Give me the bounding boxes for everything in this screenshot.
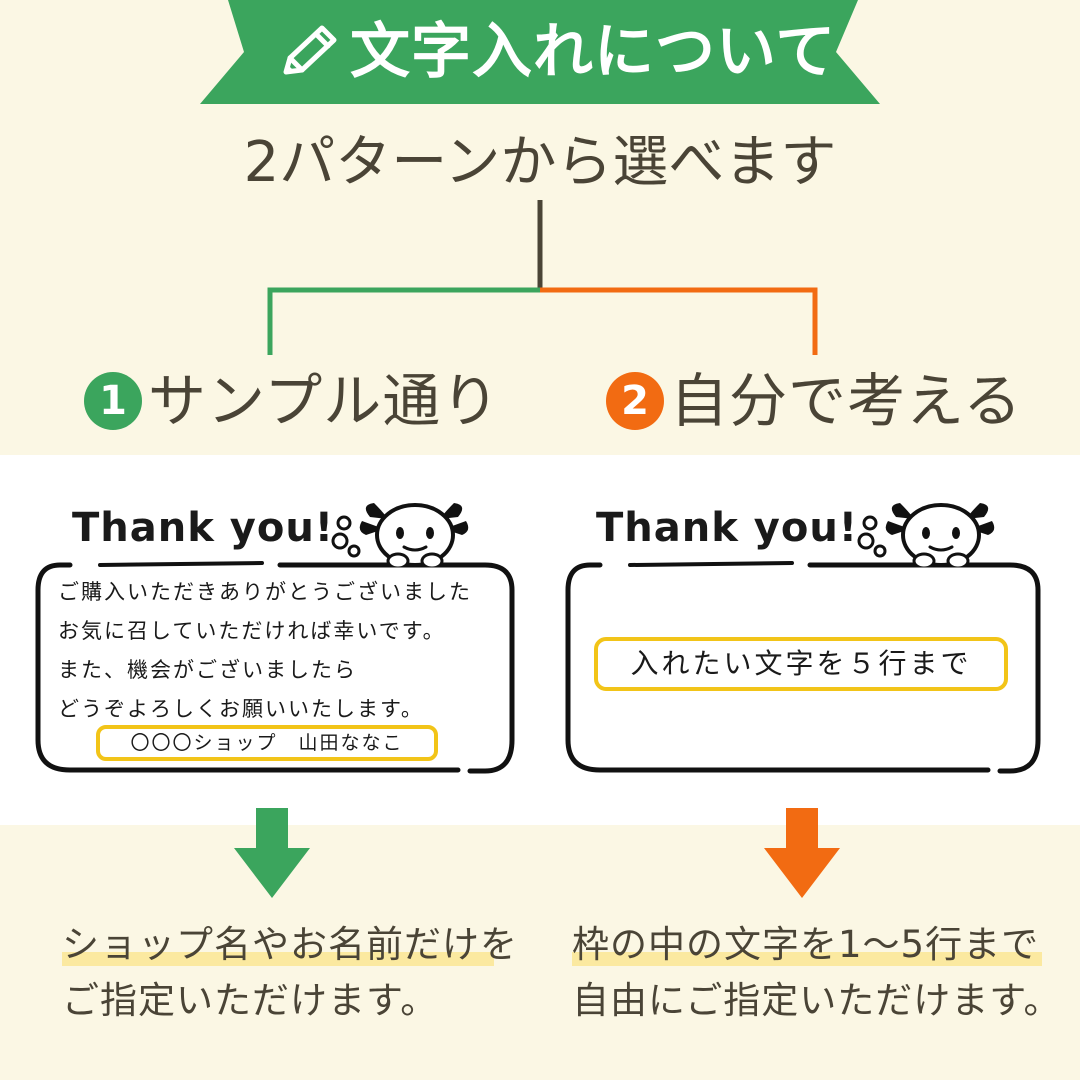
card-frame [35,561,515,774]
highlight-marker [62,952,494,966]
subtitle: 2パターンから選べます [243,130,837,195]
message-lines: ご購入いただきありがとうございました お気に召していただければ幸いです。 また、… [58,573,472,729]
option-number-1: 1 [84,372,142,430]
branch-left [267,287,540,355]
branch-right [540,287,818,355]
pencil-icon [283,25,337,75]
description-right-line1: 枠の中の文字を1～5行まで [572,923,1040,966]
description-left-line1: ショップ名やお名前だけを [62,923,518,966]
option-number-2: 2 [606,372,664,430]
message-line: また、機会がございましたら [58,658,357,682]
message-line: どうぞよろしくお願いいたします。 [58,697,424,721]
option-sample: 1 サンプル通り [84,365,500,437]
custom-card: Thank you! 入れたい文字を５行まで [560,495,1050,780]
branch-diagram [267,200,818,355]
title-banner [200,0,880,104]
thank-you-text: Thank you! [596,505,859,551]
shop-name-box: 〇〇〇ショップ 山田ななこ [96,725,438,761]
axolotl-mascot-icon [331,503,469,567]
arrow-down-icon [764,808,840,898]
option-label-sample: サンプル通り [148,367,501,435]
thank-you-text: Thank you! [72,505,335,551]
banner-title: 文字入れについて [350,17,837,87]
option-custom: 2 自分で考える [606,365,1022,437]
message-line: ご購入いただきありがとうございました [58,580,472,604]
axolotl-mascot-icon [857,503,995,567]
option-label-custom: 自分で考える [670,367,1023,435]
arrow-down-icon [234,808,310,898]
description-right-line2: 自由にご指定いただけます。 [572,979,1062,1022]
sample-card: Thank you! ご購入いただきありがとうございました お気に召していただけ… [30,495,520,780]
card-frame [565,561,1041,774]
highlight-marker [572,952,1042,966]
custom-text-box: 入れたい文字を５行まで [594,637,1008,691]
description-left-line2: ご指定いただけます。 [62,979,439,1022]
message-line: お気に召していただければ幸いです。 [58,619,446,643]
